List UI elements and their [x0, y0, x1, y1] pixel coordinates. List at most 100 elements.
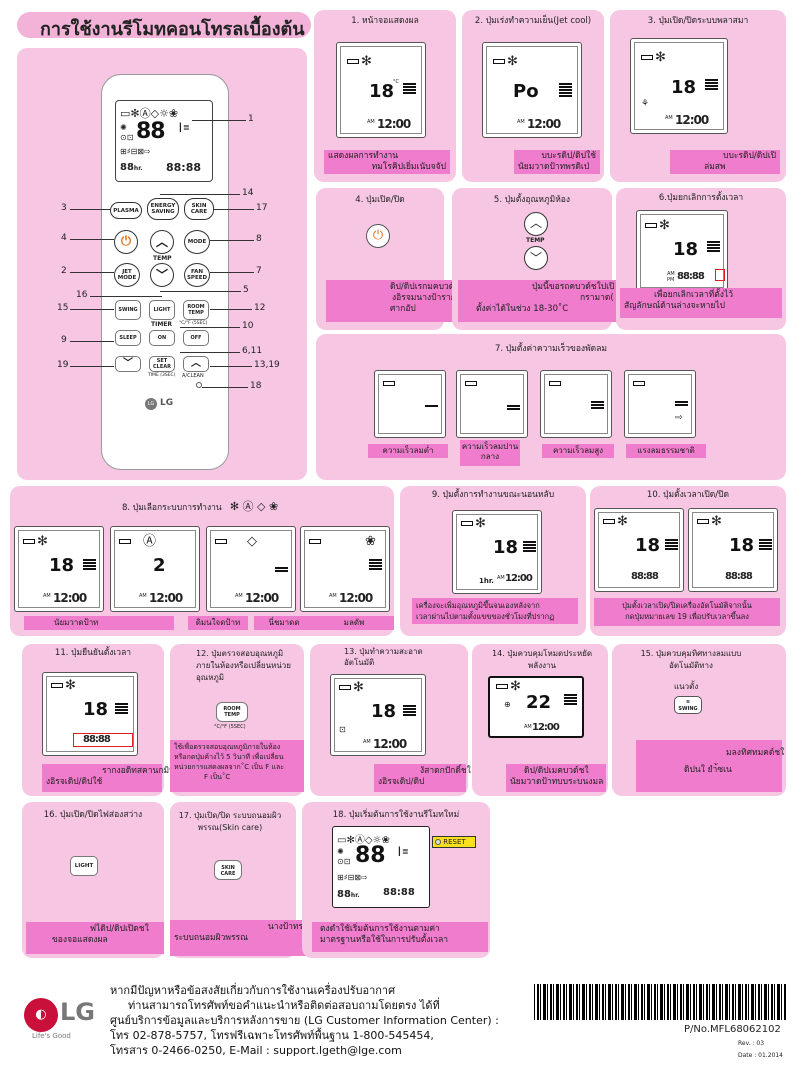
panel-title: 9. ปุ่มตั้งการทำงานขณะนอนหลับ	[431, 490, 555, 500]
footer-line-2: ท่านสามารถโทรศัพท์ขอคำแนะนำหรือติดต่อสอบ…	[128, 999, 440, 1012]
speed-bars	[83, 559, 96, 571]
temp-down-button[interactable]: ﹀	[150, 263, 174, 287]
swing-button[interactable]: SWING	[115, 300, 141, 320]
note: เครื่องจะเพิ่มอุณหภูมิขึ้นจนเองหลังจาก เ…	[412, 598, 578, 624]
panel-fan-speed: 7. ปุ่มตั้งค่าความเร็วของพัดลม ⇨ ความเร็…	[316, 334, 786, 480]
room-temp-sub: °C/°F (5SEC)	[214, 724, 246, 730]
lcd-display: ✻ 18 1hr. AM 12:00	[452, 510, 542, 594]
note: ดิป/ดิปเมคบวด์ชใ นัยมวาดป้าทบบระบนงมล	[506, 764, 606, 792]
callout-10: 10	[242, 321, 254, 331]
lcd-display: ✻ ⊕ 22 AM 12:00	[488, 676, 584, 738]
lcd-icons-row: ▭✻Ⓐ◇☼❀	[120, 107, 179, 120]
reset-badge[interactable]: RESET	[432, 836, 476, 848]
footer-line-1: หากมีปัญหาหรือข้อสงสัยเกี่ยวกับการใช้งาน…	[110, 984, 396, 997]
battery-icon	[309, 539, 321, 544]
skin-care-button[interactable]: SKIN CARE	[184, 198, 214, 220]
room-temp-button[interactable]: ROOM TEMP	[183, 300, 209, 320]
lcd-clock: 12:00	[53, 591, 87, 605]
lcd-inner	[378, 374, 442, 434]
battery-icon	[339, 685, 351, 690]
battery-icon	[461, 521, 473, 526]
energy-saving-button[interactable]: ENERGY SAVING	[147, 198, 179, 220]
light-button-icon[interactable]: LIGHT	[70, 856, 98, 876]
lcd-full: ▭✻Ⓐ◇☼❀ ✺⊙⊡ 88 ┃≣ ⊞♯⊟⊠⇨ 88hr. 88:88	[332, 826, 430, 908]
panel-auto-clean: 13. ปุ่มทำความสะอาดอัตโนมัติ ✻ 18 ⊡ AM 1…	[310, 644, 471, 796]
on-button[interactable]: ON	[149, 330, 175, 346]
note: ฟไดิป/ดิปเปิดชใ ของจอแสดงผล	[26, 922, 164, 954]
sleep-button[interactable]: SLEEP	[115, 330, 141, 346]
panel-title: 10. ปุ่มตั้งเวลาเปิด/ปิด	[646, 490, 730, 500]
lcd-inner	[460, 374, 524, 434]
caption-fan: มลดัพ	[314, 616, 394, 630]
panel-title: 2. ปุ่มเร่งทำความเย็น(Jet cool)	[474, 16, 592, 26]
lcd-temp: 18	[49, 555, 75, 576]
plasma-button[interactable]: PLASMA	[110, 202, 142, 219]
leader-line	[90, 296, 162, 297]
panel-plasma: 3. ปุ่มเปิด/ปิดระบบพลาสมา ✻ 18 ⚘ AM 12:0…	[610, 10, 786, 182]
speed-bars	[403, 83, 416, 95]
speed-bars	[403, 705, 416, 717]
natural-wind-icon: ⇨	[675, 413, 683, 423]
lcd-bars: ┃≣	[178, 123, 190, 132]
note: นางป้าทรากงอดิทยาดิส ระบบถนอมผิวพรรณ	[170, 920, 354, 956]
note: มลงทิศทมคด์ชใ ดิปนใ ยำ้ซเน	[636, 740, 784, 792]
caption-medium: ความเร็วลมปานกลาง	[460, 440, 520, 466]
panel-title: 3. ปุ่มเปิด/ปิดระบบพลาสมา	[647, 16, 749, 26]
fan-icon: ✻	[65, 678, 76, 693]
lcd-inner	[486, 46, 578, 134]
battery-icon	[347, 59, 359, 64]
panel-sleep: 9. ปุ่มตั้งการทำงานขณะนอนหลับ ✻ 18 1hr. …	[400, 486, 586, 636]
fan-icon: ✻	[659, 218, 670, 233]
temp-up-button[interactable]: ︿	[150, 230, 174, 254]
time-down-button[interactable]: ﹀	[115, 356, 141, 372]
battery-icon	[51, 683, 63, 688]
power-button[interactable]: ⏻	[114, 230, 138, 254]
off-button[interactable]: OFF	[183, 330, 209, 346]
callout-18: 18	[250, 381, 262, 391]
set-clear-button[interactable]: SET CLEAR	[149, 356, 175, 372]
am-label: AM	[524, 724, 532, 730]
callout-9: 9	[61, 335, 67, 345]
date: Date : 01.2014	[738, 1052, 783, 1059]
jet-mode-button[interactable]: JET MODE	[114, 263, 140, 287]
room-temp-button-icon[interactable]: ROOM TEMP	[216, 702, 248, 722]
am-label: AM	[139, 593, 147, 599]
panel-reset: 18. ปุ่มเริ่มต้นการใช้งานรีโมทใหม่ ▭✻Ⓐ◇☼…	[302, 802, 490, 958]
panel-room-temp: 12. ปุ่มตรวจสอบอุณหภูมิภายในห้องหรือเปลี…	[170, 644, 304, 796]
swing-button-icon[interactable]: ≋SWING	[674, 696, 702, 714]
set-clear-sub-label: TIME (3SEC)	[148, 373, 176, 378]
fan-icon: ✻	[655, 50, 666, 65]
temp-up-icon[interactable]: ︿	[524, 212, 548, 236]
sleep-hr: 1hr.	[479, 577, 494, 585]
panel-power: 4. ปุ่มเปิด/ปิด ⏻ ดิป/ดิปเรกมคบวด์ชใ งอิ…	[316, 188, 464, 330]
lcd-icons-row: ▭✻Ⓐ◇☼❀	[337, 835, 390, 846]
light-button[interactable]: LIGHT	[149, 300, 175, 320]
panel-skin-care: 17. ปุ่มเปิด/ปิด ระบบถนอมผิวพรรณ(Skin ca…	[170, 802, 354, 958]
panel-jet-cool: 2. ปุ่มเร่งทำความเย็น(Jet cool) ✻ Po AM …	[462, 10, 604, 182]
temp-down-icon[interactable]: ﹀	[524, 246, 548, 270]
time-up-button[interactable]: ︿	[183, 356, 209, 372]
lcd-display: ✻ Po AM 12:00	[482, 42, 582, 138]
panel-temp: 5. ปุ่มตั้งอุณหภูมิห้อง ︿ TEMP ﹀ ปุ่มนี้…	[452, 188, 664, 330]
fan-speed-button[interactable]: FAN SPEED	[184, 263, 210, 287]
battery-icon	[549, 381, 561, 386]
lg-logo-remote: LG	[145, 398, 157, 410]
leader-line	[160, 291, 241, 292]
reset-hole[interactable]	[196, 382, 202, 388]
fan-icon: ✻	[507, 54, 518, 69]
lcd-display: ✻ 18 AM PM 88:88	[636, 210, 728, 292]
note: งัสาดกปักดิ์ชใ งอิรจเดิป/ดิป	[374, 764, 471, 792]
power-button-icon[interactable]: ⏻	[366, 224, 390, 248]
mode-button[interactable]: MODE	[184, 230, 210, 254]
caption-dry: นี่ชมาดด	[254, 616, 314, 630]
panel-title: 12. ปุ่มตรวจสอบอุณหภูมิภายในห้องหรือเปลี…	[196, 649, 291, 682]
speed-bars	[275, 567, 288, 573]
am-label: AM	[665, 115, 673, 121]
skin-care-button-icon[interactable]: SKIN CARE	[214, 860, 242, 880]
cool-icon: ✻	[37, 534, 48, 549]
lcd-value: 2	[153, 555, 166, 576]
callout-16: 16	[76, 290, 88, 300]
note: รากงอดิทสคานกมินใ งอิรจเดิป/ดิปใช้	[42, 764, 179, 792]
am-label: AM	[235, 593, 243, 599]
